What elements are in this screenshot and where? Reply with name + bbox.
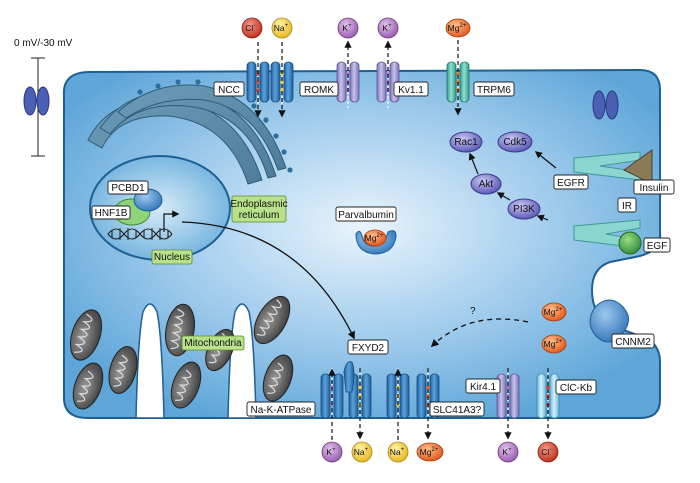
insulin-ligand [623, 149, 653, 185]
ir-receptor [573, 151, 641, 181]
question-mark: ? [470, 306, 476, 317]
cl-ion-top: Cl− [241, 17, 263, 39]
pcbd1-label: PCBD1 [111, 183, 145, 194]
egf-label: EGF [647, 241, 668, 252]
membrane-potential-label: 0 mV/-30 mV [14, 38, 73, 49]
k-ion-kv11: K+ [377, 17, 399, 39]
svg-text:Mg2+: Mg2+ [420, 447, 439, 457]
fxyd2-subunit [343, 361, 355, 393]
svg-text:Na+: Na+ [390, 447, 405, 457]
egfr-label: EGFR [557, 178, 585, 189]
parvalbumin-protein [355, 230, 397, 255]
er-label-line1: Endoplasmic [230, 199, 287, 210]
cnnm2-label: CNNM2 [615, 337, 651, 348]
slc41a3-left [386, 368, 410, 424]
slc41a3-label: SLC41A3? [433, 405, 482, 416]
svg-text:Cl−: Cl− [245, 23, 257, 33]
k-ion-kir41: K+ [497, 441, 519, 463]
akt-node [470, 173, 502, 195]
egf-ligand [618, 231, 642, 255]
mitochondria-label: Mitochondria [184, 338, 242, 349]
svg-text:Mg2+: Mg2+ [448, 23, 467, 33]
svg-text:PI3K: PI3K [513, 204, 535, 215]
mg-ion-slc41a3: Mg2+ [416, 442, 444, 462]
svg-text:Cl−: Cl− [541, 447, 553, 457]
ncc-channel-right [270, 56, 294, 108]
svg-text:K+: K+ [326, 447, 336, 457]
svg-text:K+: K+ [502, 447, 512, 457]
svg-text:Mg2+: Mg2+ [544, 307, 563, 317]
dna-helix [107, 228, 173, 240]
insulin-label: Insulin [640, 183, 669, 194]
na-ion-top: Na+ [271, 17, 293, 39]
mg-ion-cnnm2-bottom: Mg2+ [541, 334, 567, 354]
mg-ion-trpm6: Mg2+ [445, 18, 471, 38]
kir41-channel [496, 368, 520, 424]
infolding-gaps [135, 303, 257, 419]
rac1-node [449, 131, 483, 153]
hnf1b-label: HNF1B [95, 208, 128, 219]
cdk5-node [497, 131, 533, 153]
transcription-start-arrow [163, 210, 180, 232]
mg-ion-cnnm2-top: Mg2+ [541, 302, 567, 322]
clckb-label: ClC-Kb [560, 383, 593, 394]
svg-text:Na+: Na+ [354, 447, 369, 457]
svg-text:Akt: Akt [479, 179, 494, 190]
na-ion-atpase: Na+ [351, 441, 373, 463]
hnf1b-to-fxyd2-arrow [181, 221, 355, 340]
svg-text:Cdk5: Cdk5 [503, 137, 527, 148]
signaling-arrows [468, 151, 557, 222]
svg-text:K+: K+ [382, 23, 392, 33]
parvalbumin-label: Parvalbumin [338, 210, 394, 221]
ncc-channel-left [246, 56, 270, 108]
na-k-atpase-label: Na-K-ATPase [251, 405, 312, 416]
er-label-line2: reticulum [239, 210, 280, 221]
svg-text:Na+: Na+ [274, 23, 289, 33]
k-ion-atpase: K+ [321, 441, 343, 463]
endoplasmic-reticulum [87, 84, 287, 185]
trpm6-label: TRPM6 [477, 85, 511, 96]
svg-text:Mg2+: Mg2+ [365, 233, 384, 243]
kv11-label: Kv1.1 [398, 85, 424, 96]
svg-text:Mg2+: Mg2+ [544, 339, 563, 349]
romk-label: ROMK [304, 85, 334, 96]
na-ion-slc41a3: Na+ [387, 441, 409, 463]
fxyd2-label: FXYD2 [352, 343, 385, 354]
svg-text:K+: K+ [342, 23, 352, 33]
mg-ion-parvalbumin: Mg2+ [363, 229, 387, 247]
pi3k-node [507, 198, 541, 220]
tight-junction-left [23, 86, 50, 116]
kir41-label: Kir4.1 [470, 382, 497, 393]
nucleus-label: Nucleus [154, 252, 190, 263]
cnnm2-to-fxyd2-dashed-arrow [430, 318, 529, 348]
k-ion-romk: K+ [337, 17, 359, 39]
ir-label: IR [622, 201, 632, 212]
tight-junction-right [592, 90, 619, 120]
cl-ion-clckb: Cl− [537, 441, 559, 463]
ncc-label: NCC [218, 85, 240, 96]
svg-text:Rac1: Rac1 [454, 137, 478, 148]
